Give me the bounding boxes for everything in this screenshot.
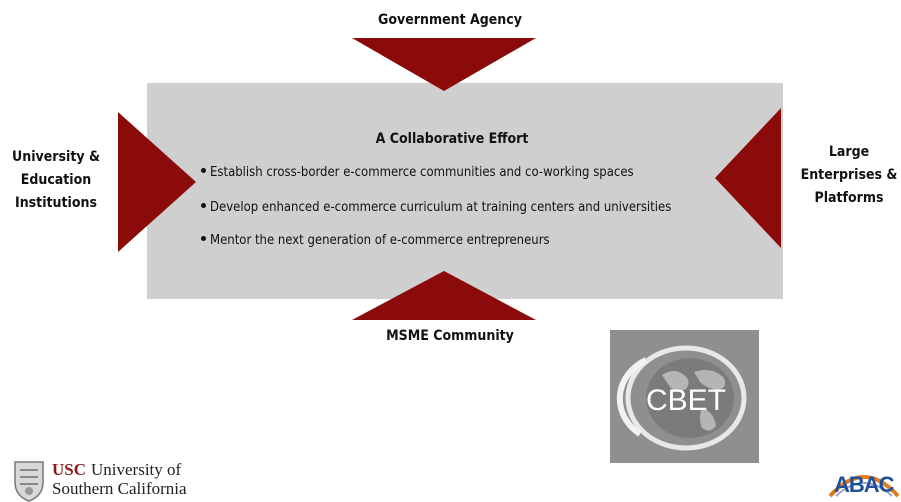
usc-seal-icon [14,461,44,502]
bullet-item: Establish cross-border e-commerce commun… [201,165,634,180]
globe-icon: CBET [610,330,759,463]
label-line: Education [20,172,92,188]
label-line: Enterprises & [800,167,898,183]
cbet-logo-text: CBET [646,384,726,417]
arrow-right [715,108,781,248]
arrow-bottom [352,271,536,320]
bullet-dot-icon [201,203,206,208]
abac-logo: ABAC [824,466,901,502]
usc-name-line1: University of [91,460,182,479]
label-line: University & [12,149,100,165]
usc-wordmark: USC [52,460,87,479]
label-large-enterprises: Large Enterprises & Platforms [795,141,901,210]
label-government-agency: Government Agency [378,12,522,28]
panel-title: A Collaborative Effort [375,131,529,147]
bullet-item: Mentor the next generation of e-commerce… [201,233,550,248]
bullet-dot-icon [201,236,206,241]
label-university: University & Education Institutions [0,146,112,215]
label-line: Platforms [814,190,884,206]
bullet-item: Develop enhanced e-commerce curriculum a… [201,200,671,215]
usc-logo: USC University of Southern California [12,460,212,502]
label-line: Large [828,144,870,160]
arrow-left [118,112,196,252]
label-msme-community: MSME Community [386,328,514,344]
arrow-top [352,38,536,91]
cbet-logo: CBET [610,330,759,463]
label-line: Institutions [15,195,97,211]
bullet-text: Develop enhanced e-commerce curriculum a… [210,200,672,215]
abac-wordmark: ABAC [834,472,895,497]
bullet-text: Mentor the next generation of e-commerce… [210,233,550,248]
collaboration-panel [147,83,783,299]
abac-arc-icon [828,475,900,498]
usc-name-line2: Southern California [52,479,187,498]
bullet-text: Establish cross-border e-commerce commun… [210,165,634,180]
bullet-dot-icon [201,168,206,173]
